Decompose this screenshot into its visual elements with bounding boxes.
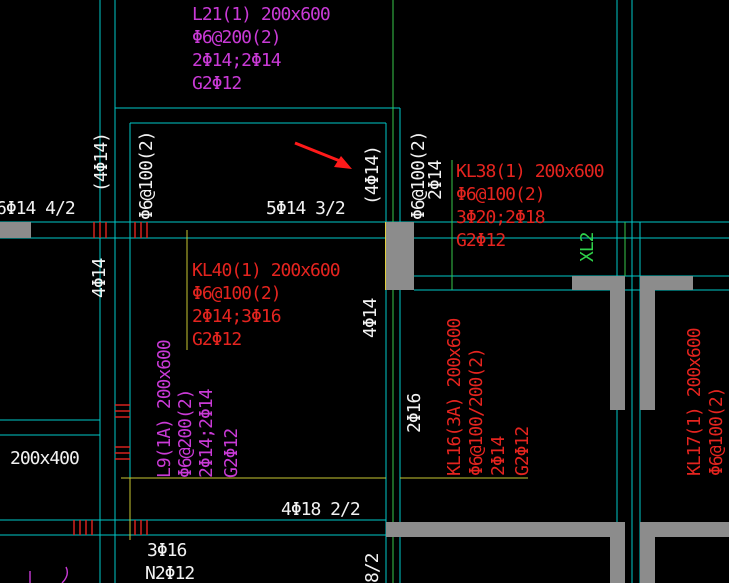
svg-text:Φ6@200(2): Φ6@200(2) [175, 389, 196, 478]
svg-text:2Φ14;2Φ14: 2Φ14;2Φ14 [192, 50, 281, 71]
size-left: 200x400 [10, 448, 79, 469]
partial-edge-mark [29, 566, 69, 583]
rebar-col-stirrup: Φ6@100(2) [408, 131, 429, 220]
svg-text:2Φ14: 2Φ14 [488, 436, 509, 476]
svg-text:G2Φ12: G2Φ12 [456, 230, 505, 251]
rebar-mid-vertical: 4Φ14 [360, 298, 381, 338]
rebar-left-bottom: 4Φ14 [89, 258, 110, 298]
rebar-bottom-mid: 4Φ18 2/2 [281, 499, 360, 520]
column-left [0, 222, 31, 238]
svg-text:Φ6@100(2): Φ6@100(2) [456, 184, 545, 205]
svg-text:KL17(1) 200x600: KL17(1) 200x600 [684, 328, 705, 476]
svg-text:G2Φ12: G2Φ12 [512, 427, 533, 476]
svg-text:Φ6@100(2): Φ6@100(2) [706, 387, 727, 476]
svg-text:G2Φ12: G2Φ12 [192, 329, 241, 350]
annotation-arrow [294, 141, 352, 169]
column-l-right-a [572, 276, 625, 410]
svg-text:G2Φ12: G2Φ12 [192, 73, 241, 94]
svg-text:3Φ20;2Φ18: 3Φ20;2Φ18 [456, 207, 545, 228]
svg-text:Φ6@100/200(2): Φ6@100/200(2) [466, 348, 487, 476]
svg-text:2Φ14;2Φ14: 2Φ14;2Φ14 [196, 389, 217, 478]
rebar-bottom-left-2: N2Φ12 [145, 563, 194, 583]
beam-label-kl16: KL16(3A) 200x600 Φ6@100/200(2) 2Φ14 G2Φ1… [444, 318, 533, 476]
svg-text:G2Φ12: G2Φ12 [221, 429, 242, 478]
column-bottom-a [386, 522, 625, 583]
svg-text:Φ6@200(2): Φ6@200(2) [192, 27, 281, 48]
rebar-left-pair: (4Φ14) [91, 133, 112, 192]
rebar-left-top: 6Φ14 4/2 [0, 198, 75, 219]
rebar-right-pair: (4Φ14) [362, 146, 383, 205]
rebar-mid-top: 5Φ14 3/2 [266, 198, 345, 219]
beam-label-l9: L9(1A) 200x600 Φ6@200(2) 2Φ14;2Φ14 G2Φ12 [154, 340, 242, 478]
lintel-label-xl2: XL2 [577, 232, 598, 262]
svg-text:2Φ14;3Φ16: 2Φ14;3Φ16 [192, 306, 281, 327]
rebar-left-stirrup: Φ6@100(2) [136, 131, 157, 220]
beam-label-kl40: KL40(1) 200x600 Φ6@100(2) 2Φ14;3Φ16 G2Φ1… [192, 260, 341, 350]
rebar-notes: 6Φ14 4/2 5Φ14 3/2 (4Φ14) Φ6@100(2) 4Φ14 … [0, 131, 446, 583]
rebar-bottom-left-1: 3Φ16 [147, 540, 187, 561]
columns [0, 222, 729, 583]
column-bottom-b [640, 522, 729, 583]
column-l-right-b [640, 276, 693, 410]
svg-text:KL40(1) 200x600: KL40(1) 200x600 [192, 260, 340, 281]
svg-text:L9(1A) 200x600: L9(1A) 200x600 [154, 340, 175, 478]
svg-text:L21(1) 200x600: L21(1) 200x600 [192, 4, 330, 25]
beam-label-kl17: KL17(1) 200x600 Φ6@100(2) [684, 328, 727, 476]
svg-text:Φ6@100(2): Φ6@100(2) [192, 283, 281, 304]
column-center [386, 222, 414, 290]
rebar-hatch [73, 222, 148, 535]
rebar-mid-right: 2Φ16 [404, 393, 425, 433]
rebar-col-bars: 2Φ14 [425, 160, 446, 200]
beam-label-l21: L21(1) 200x600 Φ6@200(2) 2Φ14;2Φ14 G2Φ12 [192, 4, 331, 94]
svg-text:KL16(3A) 200x600: KL16(3A) 200x600 [444, 318, 465, 476]
svg-text:KL38(1) 200x600: KL38(1) 200x600 [456, 161, 604, 182]
beam-label-kl38: KL38(1) 200x600 Φ6@100(2) 3Φ20;2Φ18 G2Φ1… [456, 161, 605, 251]
green-guides [392, 0, 626, 583]
rebar-bottom-cut: 8/2 [362, 553, 383, 583]
